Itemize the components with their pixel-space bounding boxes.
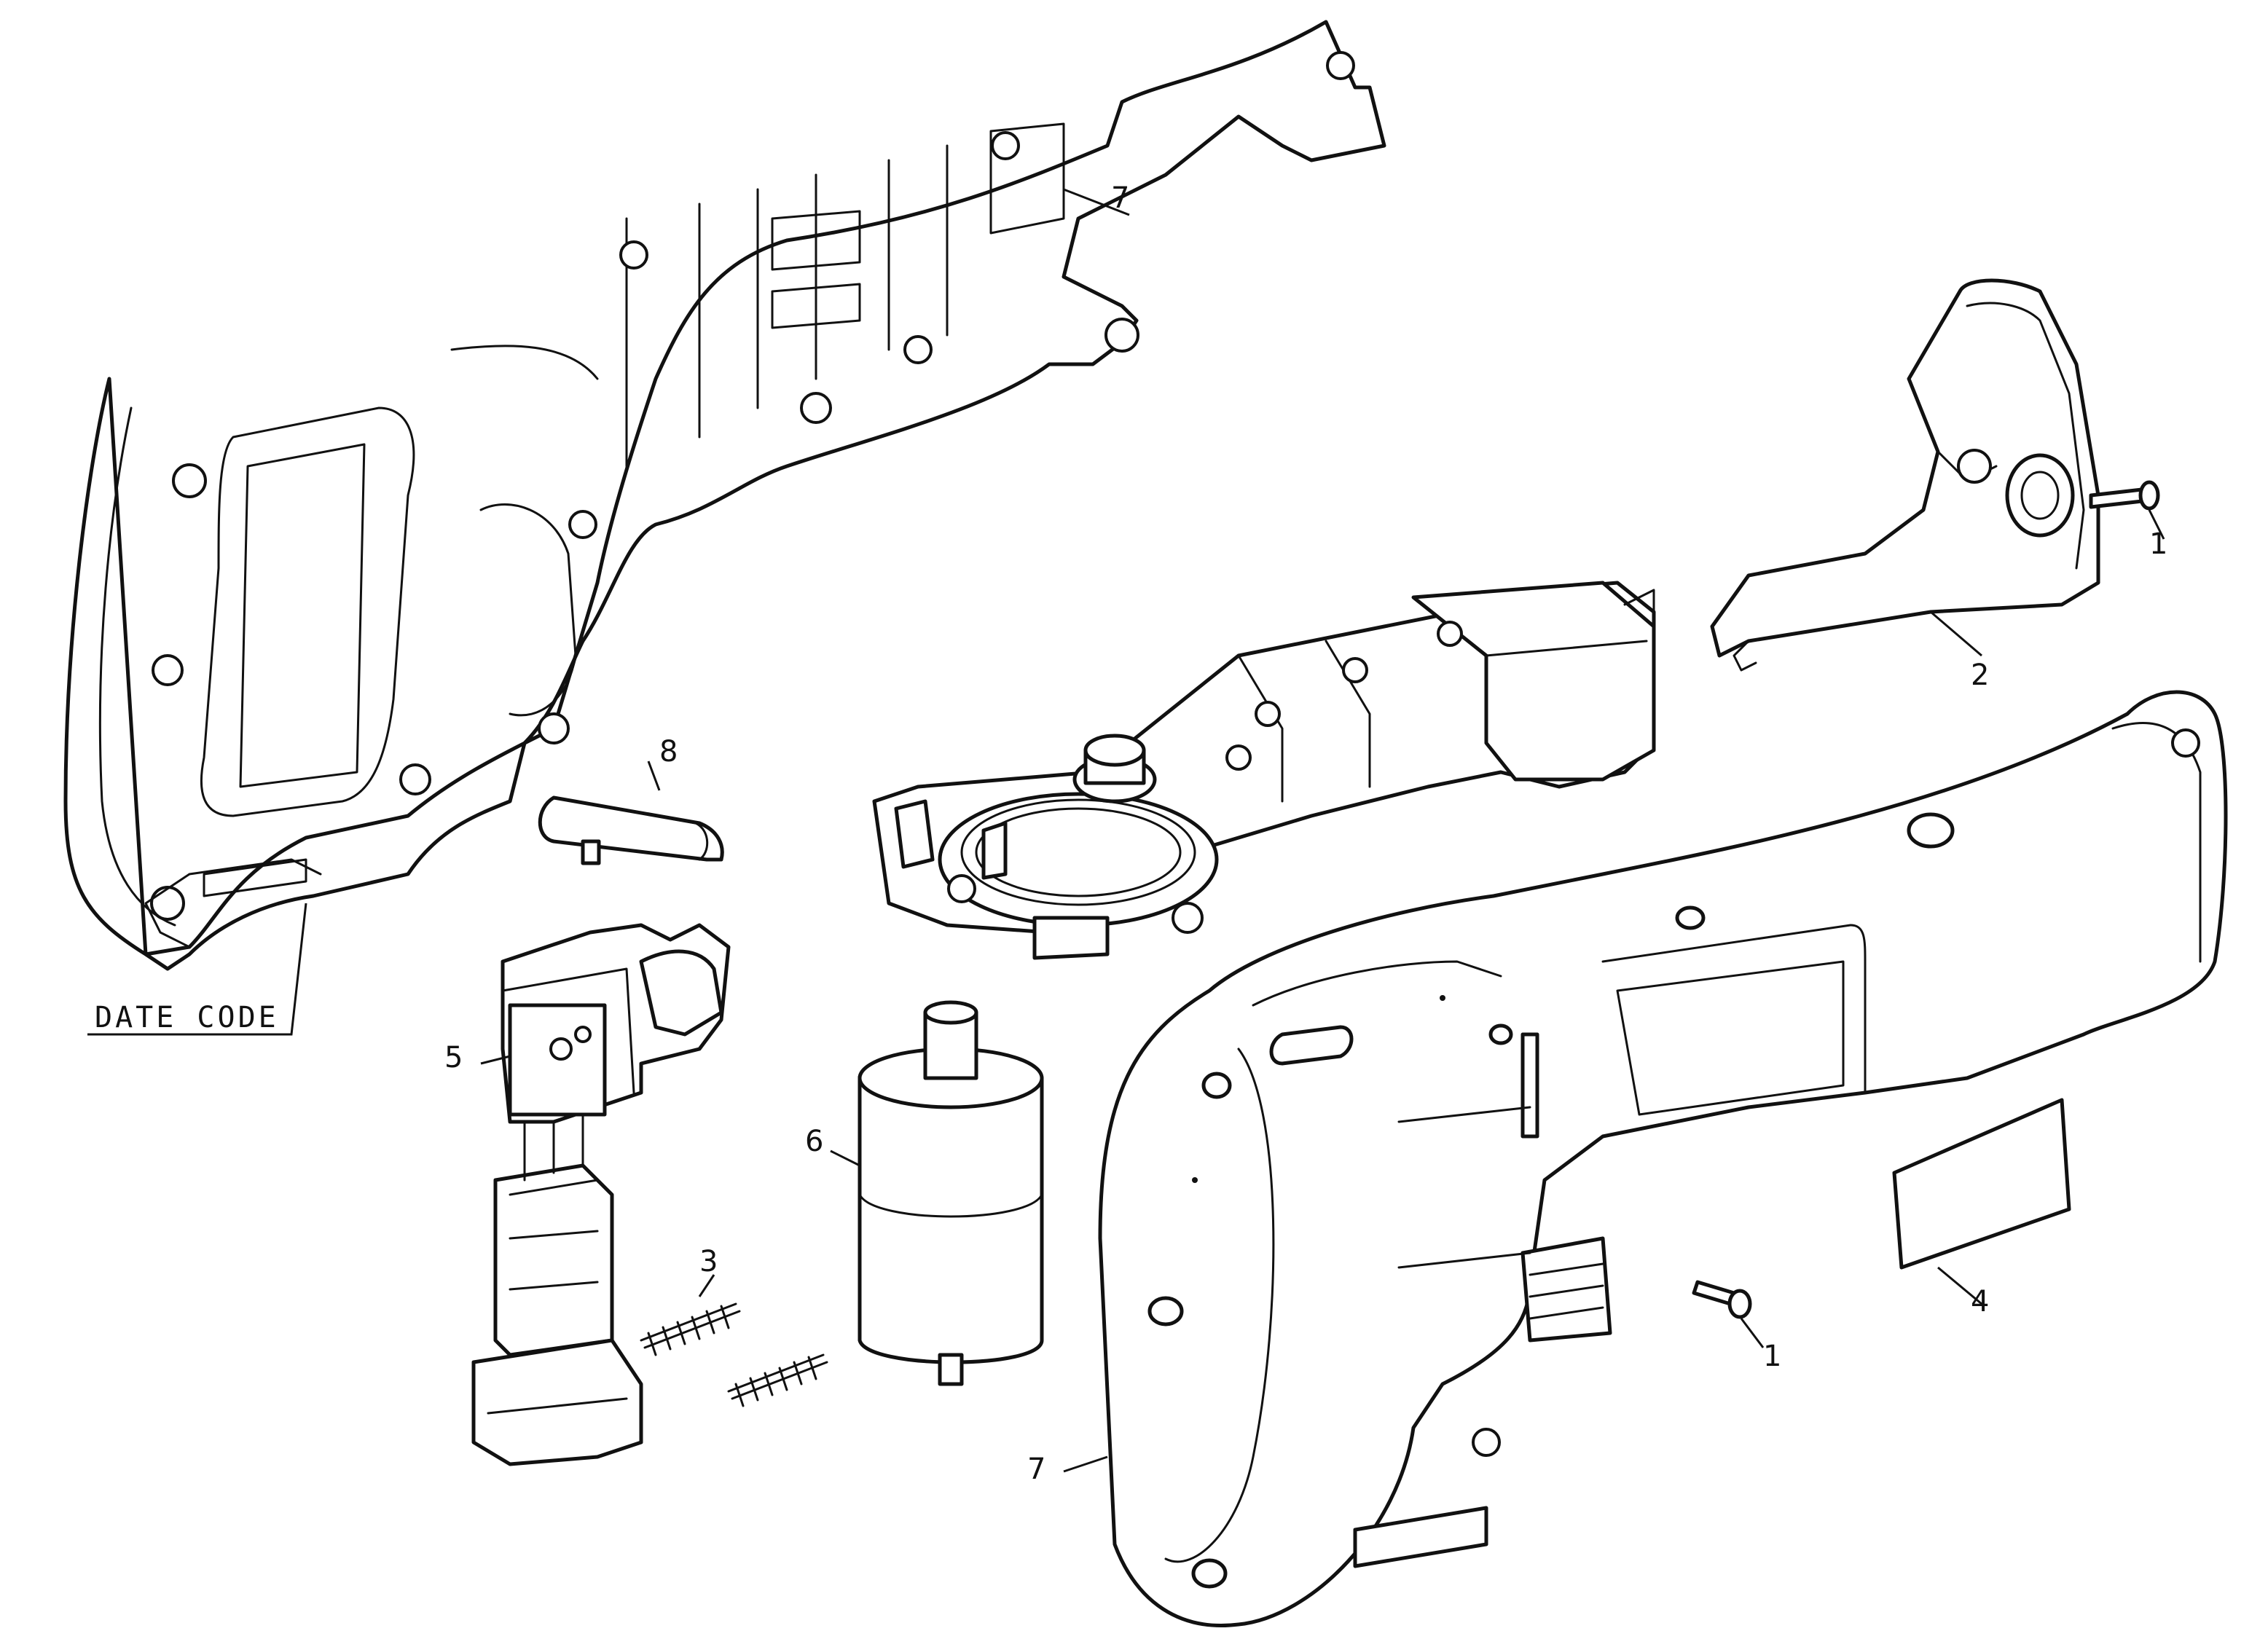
callout-7-top: 7: [1063, 181, 1130, 216]
callout-8-label: 8: [659, 735, 678, 769]
part-1-screw-bottom: 1: [1692, 1280, 1781, 1373]
part-3-springs: 3: [640, 1245, 828, 1407]
callout-1-bottom-label: 1: [1763, 1340, 1781, 1373]
callout-7-top-label: 7: [1111, 181, 1129, 215]
callout-4-label: 4: [1971, 1285, 1989, 1318]
part-5-switch: 5: [444, 923, 731, 1466]
housing-half-right: 7: [1027, 690, 2228, 1627]
part-8-insert: 8: [538, 735, 724, 865]
callout-1-top-label: 1: [2149, 527, 2167, 561]
part-1-screw-top: 1: [2089, 480, 2167, 561]
housing-half-left: [63, 20, 1386, 971]
callout-5-label: 5: [444, 1041, 463, 1074]
gearbox-assembly: [872, 581, 1656, 960]
date-code-callout: DATE CODE: [87, 903, 307, 1036]
callout-7-bottom-label: 7: [1027, 1453, 1045, 1486]
callout-6-label: 6: [805, 1125, 823, 1158]
date-code-label: DATE CODE: [95, 1001, 279, 1034]
part-4-label-plate: 4: [1892, 1098, 2071, 1318]
part-6-motor: 6: [805, 1000, 1044, 1386]
callout-3-label: 3: [699, 1245, 718, 1278]
callout-2-label: 2: [1971, 659, 1989, 692]
part-2-bracket: 2: [1710, 278, 2100, 692]
